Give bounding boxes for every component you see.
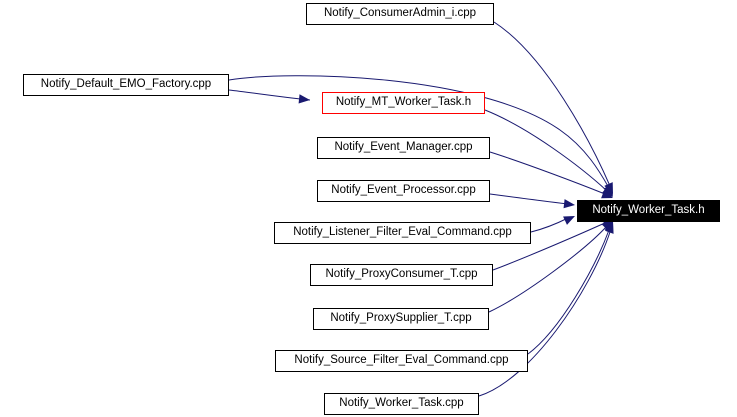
graph-node-worker-task-h: Notify_Worker_Task.h: [577, 200, 720, 222]
graph-node-label: Notify_Worker_Task.cpp: [339, 397, 464, 410]
graph-node-default-emo-factory[interactable]: Notify_Default_EMO_Factory.cpp: [23, 74, 229, 96]
graph-edge-arrowhead: [601, 186, 613, 197]
graph-node-label: Notify_MT_Worker_Task.h: [335, 96, 472, 109]
graph-node-label: Notify_ProxySupplier_T.cpp: [330, 312, 472, 325]
graph-node-label: Notify_Default_EMO_Factory.cpp: [40, 78, 212, 91]
graph-edge: [478, 231, 611, 397]
graph-edge-arrowhead: [563, 199, 575, 209]
graph-node-event-manager[interactable]: Notify_Event_Manager.cpp: [317, 137, 490, 159]
graph-node-mt-worker-task-h[interactable]: Notify_MT_Worker_Task.h: [322, 92, 485, 114]
graph-edge-arrowhead: [601, 220, 613, 232]
graph-edge: [492, 221, 608, 271]
graph-edge: [493, 21, 611, 187]
graph-node-label: Notify_Worker_Task.h: [592, 204, 705, 217]
graph-node-source-filter-eval-command[interactable]: Notify_Source_Filter_Eval_Command.cpp: [275, 350, 528, 372]
graph-node-label: Notify_Source_Filter_Eval_Command.cpp: [294, 354, 509, 367]
graph-edge-arrowhead: [298, 94, 310, 104]
graph-node-label: Notify_ProxyConsumer_T.cpp: [325, 268, 478, 281]
graph-edge: [228, 89, 311, 101]
graph-node-label: Notify_Event_Manager.cpp: [334, 141, 473, 154]
graph-edge: [228, 75, 610, 189]
graph-edge-arrowhead: [563, 216, 575, 225]
graph-node-label: Notify_ConsumerAdmin_i.cpp: [323, 7, 477, 20]
graph-node-label: Notify_Listener_Filter_Eval_Command.cpp: [293, 226, 512, 239]
graph-edge: [530, 217, 569, 233]
graph-edge: [484, 109, 607, 191]
graph-node-proxysupplier-t[interactable]: Notify_ProxySupplier_T.cpp: [313, 308, 489, 330]
graph-node-proxyconsumer-t[interactable]: Notify_ProxyConsumer_T.cpp: [310, 264, 493, 286]
graph-edge-arrowhead: [604, 222, 614, 234]
graph-edge: [489, 151, 606, 195]
graph-node-consumer-admin-i[interactable]: Notify_ConsumerAdmin_i.cpp: [306, 3, 494, 25]
graph-edge-arrowhead: [601, 189, 613, 199]
graph-node-label: Notify_Event_Processor.cpp: [331, 184, 476, 197]
graph-edge: [488, 225, 608, 313]
graph-edge: [489, 193, 569, 205]
graph-node-listener-filter-eval-command[interactable]: Notify_Listener_Filter_Eval_Command.cpp: [274, 222, 531, 244]
graph-edge: [527, 229, 610, 355]
graph-node-event-processor[interactable]: Notify_Event_Processor.cpp: [317, 180, 490, 202]
graph-node-worker-task-cpp[interactable]: Notify_Worker_Task.cpp: [324, 393, 479, 415]
